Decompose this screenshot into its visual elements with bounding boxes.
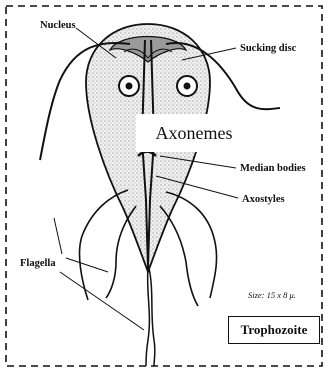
- nucleus-left: [119, 76, 139, 96]
- label-sucking-disc: Sucking disc: [240, 43, 297, 54]
- flagella-pointer-1: [54, 218, 62, 254]
- label-flagella: Flagella: [20, 258, 56, 269]
- stage-label-trophozoite: Trophozoite: [228, 316, 320, 344]
- flagella-pointer-2: [66, 258, 108, 272]
- flagella-pointer-3: [60, 272, 144, 330]
- label-nucleus: Nucleus: [40, 20, 76, 31]
- flagellum-lateral-left: [80, 190, 128, 300]
- label-axonemes: Axonemes: [136, 114, 252, 152]
- label-size: Size: 15 x 8 μ.: [248, 290, 296, 300]
- label-median-bodies: Median bodies: [240, 163, 306, 174]
- label-axostyles: Axostyles: [242, 194, 285, 205]
- nucleus-right: [177, 76, 197, 96]
- flagellum-caudal-1: [146, 268, 149, 366]
